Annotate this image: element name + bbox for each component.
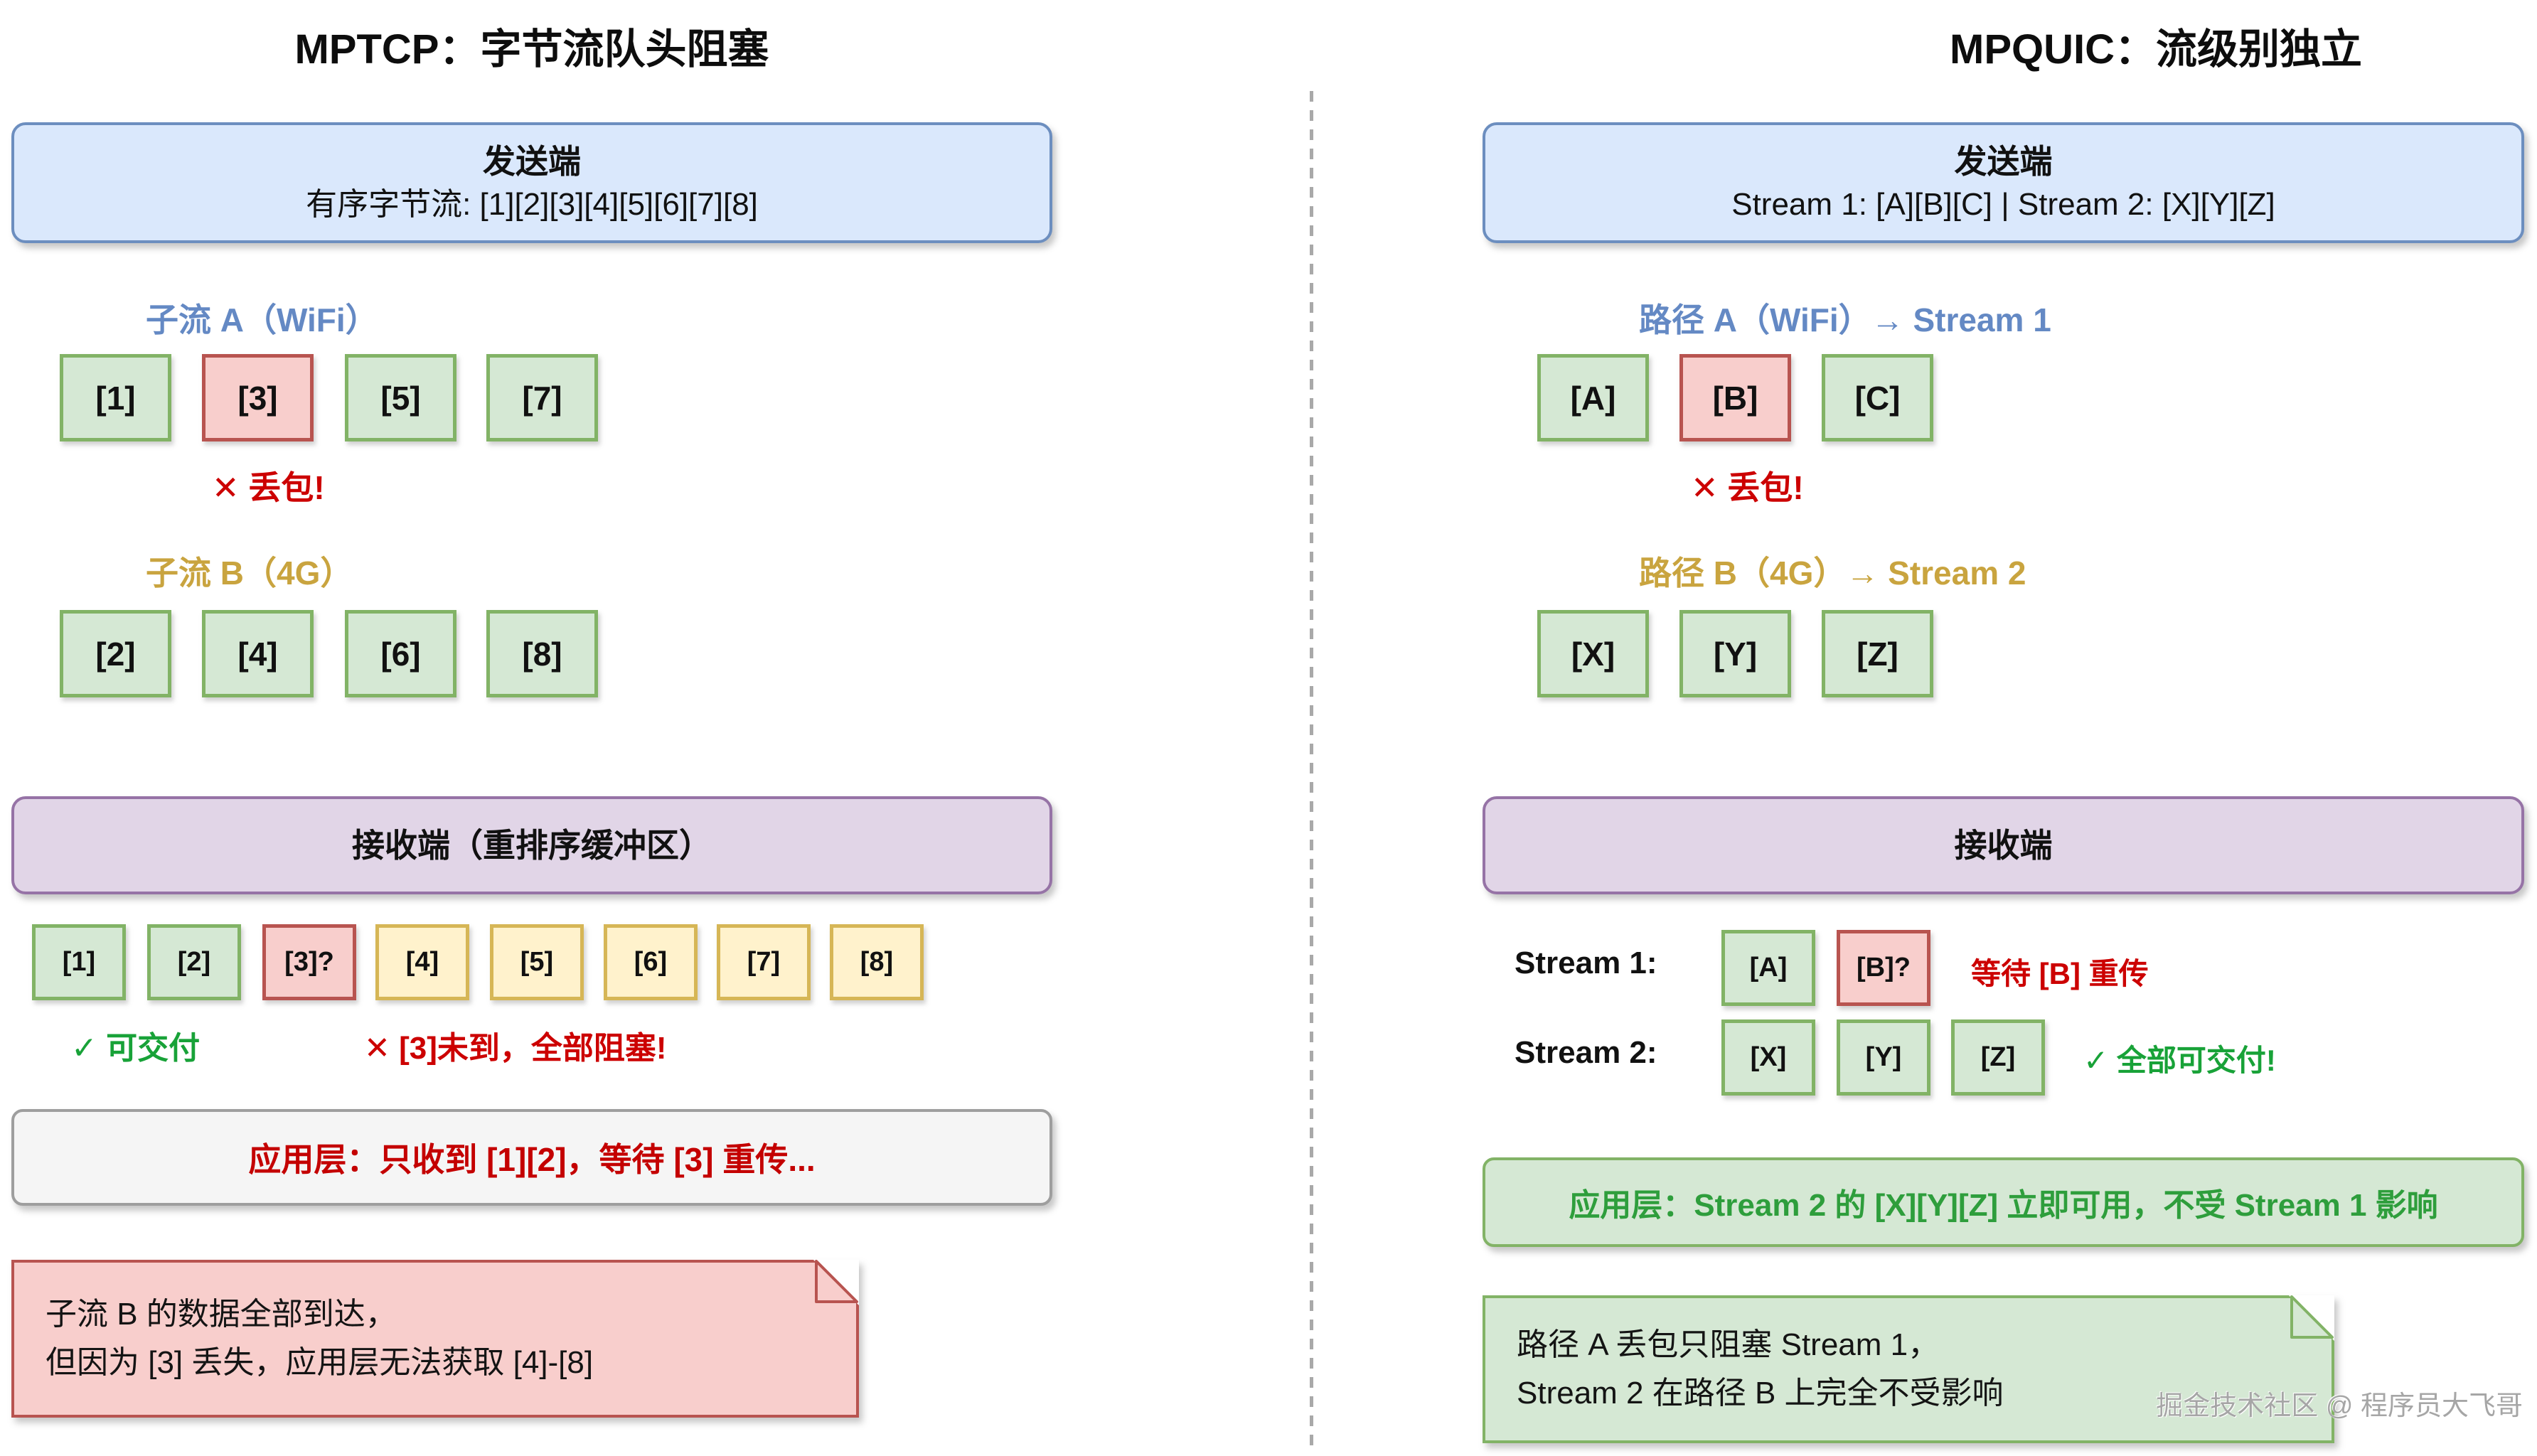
packet-label: [2] [177, 947, 211, 977]
note-line: 路径 A 丢包只阻塞 Stream 1， [1517, 1327, 1940, 1362]
packet-label: [Z] [1980, 1042, 2016, 1072]
packet-box-5: [5] [345, 354, 456, 441]
packet-label: [Y] [1865, 1042, 1902, 1072]
mpquic-sender-title: 发送端 [1954, 143, 2053, 181]
buffer-box-8: [8] [830, 924, 924, 1000]
mpquic-note-text: 路径 A 丢包只阻塞 Stream 1， Stream 2 在路径 B 上完全不… [1485, 1298, 2332, 1440]
stream1-box-B-missing: [B]? [1837, 930, 1930, 1006]
subflow-a-label: 子流 A（WiFi） [146, 301, 378, 338]
packet-box-A: [A] [1537, 354, 1649, 441]
stream1-wait-annotation: 等待 [B] 重传 [1971, 957, 2149, 990]
mptcp-note: 子流 B 的数据全部到达， 但因为 [3] 丢失，应用层无法获取 [4]-[8] [11, 1260, 859, 1418]
packet-box-C: [C] [1822, 354, 1933, 441]
packet-label: [8] [522, 635, 562, 673]
packet-label: [2] [95, 635, 136, 673]
packet-box-Z: [Z] [1822, 610, 1933, 697]
packet-box-4: [4] [202, 610, 314, 697]
packet-label: [5] [380, 379, 421, 417]
packet-label: [6] [634, 947, 668, 977]
packet-label: [Z] [1857, 635, 1898, 673]
stream2-box-Z: [Z] [1951, 1019, 2045, 1096]
packet-label: [8] [860, 947, 894, 977]
packet-label: [5] [520, 947, 554, 977]
mptcp-panel-title: MPTCP：字节流队头阻塞 [294, 26, 769, 73]
buffer-box-4: [4] [375, 924, 469, 1000]
packet-box-8: [8] [486, 610, 598, 697]
subflow-b-label: 子流 B（4G） [146, 555, 353, 592]
path-a-loss-annotation: ✕ 丢包! [1691, 469, 1804, 506]
mptcp-sender-title: 发送端 [483, 143, 581, 181]
mptcp-app-layer-text: 应用层：只收到 [1][2]，等待 [3] 重传... [248, 1141, 816, 1178]
packet-label: [3] [237, 379, 278, 417]
packet-box-1: [1] [60, 354, 171, 441]
packet-box-Y: [Y] [1679, 610, 1791, 697]
mptcp-receiver-title: 接收端（重排序缓冲区） [352, 826, 712, 864]
buffer-box-6: [6] [604, 924, 698, 1000]
packet-label: [Y] [1713, 635, 1758, 673]
stream2-label: Stream 2: [1515, 1035, 1657, 1070]
blocked-annotation: ✕ [3]未到，全部阻塞! [364, 1031, 667, 1066]
note-fold-corner-icon [815, 1260, 858, 1303]
packet-label: [1] [62, 947, 96, 977]
buffer-box-5: [5] [490, 924, 584, 1000]
packet-label: [C] [1854, 379, 1901, 417]
packet-label: [4] [237, 635, 278, 673]
mpquic-note: 路径 A 丢包只阻塞 Stream 1， Stream 2 在路径 B 上完全不… [1483, 1295, 2334, 1443]
note-line: 但因为 [3] 丢失，应用层无法获取 [4]-[8] [46, 1345, 594, 1380]
stream2-deliverable-annotation: ✓ 全部可交付! [2083, 1044, 2276, 1077]
buffer-box-1: [1] [32, 924, 126, 1000]
note-line: 子流 B 的数据全部到达， [46, 1296, 397, 1332]
mpquic-sender-streams: Stream 1: [A][B][C] | Stream 2: [X][Y][Z… [1731, 187, 2275, 223]
path-b-label: 路径 B（4G）→ Stream 2 [1639, 555, 2026, 592]
note-fold-corner-icon [2290, 1295, 2334, 1339]
mptcp-app-layer-box: 应用层：只收到 [1][2]，等待 [3] 重传... [11, 1109, 1052, 1206]
mptcp-sender-bytestream: 有序字节流: [1][2][3][4][5][6][7][8] [306, 187, 758, 223]
mpquic-sender-box: 发送端 Stream 1: [A][B][C] | Stream 2: [X][… [1483, 122, 2524, 243]
packet-label: [A] [1749, 953, 1788, 983]
mpquic-app-layer-text: 应用层：Stream 2 的 [X][Y][Z] 立即可用，不受 Stream … [1569, 1188, 2438, 1223]
deliverable-annotation: ✓ 可交付 [71, 1031, 201, 1066]
packet-box-6: [6] [345, 610, 456, 697]
buffer-box-2: [2] [147, 924, 241, 1000]
packet-label: [4] [405, 947, 439, 977]
packet-label: [1] [95, 379, 136, 417]
packet-label: [6] [380, 635, 421, 673]
watermark: 掘金技术社区 @ 程序员大飞哥 [2156, 1391, 2523, 1421]
note-line: Stream 2 在路径 B 上完全不受影响 [1517, 1376, 2004, 1410]
packet-box-B-lost: [B] [1679, 354, 1791, 441]
mpquic-app-layer-box: 应用层：Stream 2 的 [X][Y][Z] 立即可用，不受 Stream … [1483, 1157, 2524, 1247]
packet-box-7: [7] [486, 354, 598, 441]
packet-label: [7] [747, 947, 781, 977]
packet-label: [B]? [1857, 953, 1911, 983]
packet-label: [A] [1570, 379, 1616, 417]
packet-label: [3]? [284, 947, 334, 977]
stream1-label: Stream 1: [1515, 946, 1657, 980]
packet-label: [X] [1750, 1042, 1787, 1072]
packet-label: [7] [522, 379, 562, 417]
packet-box-X: [X] [1537, 610, 1649, 697]
packet-box-3-lost: [3] [202, 354, 314, 441]
packet-label: [B] [1712, 379, 1758, 417]
path-a-label: 路径 A（WiFi）→ Stream 1 [1639, 301, 2051, 338]
stream2-box-Y: [Y] [1837, 1019, 1930, 1096]
dashed-divider [1310, 91, 1313, 1445]
packet-box-2: [2] [60, 610, 171, 697]
mptcp-receiver-box: 接收端（重排序缓冲区） [11, 796, 1052, 894]
mpquic-panel-title: MPQUIC：流级别独立 [1950, 26, 2363, 73]
subflow-a-loss-annotation: ✕ 丢包! [212, 469, 325, 506]
mpquic-receiver-title: 接收端 [1954, 826, 2053, 864]
mpquic-receiver-box: 接收端 [1483, 796, 2524, 894]
buffer-box-7: [7] [717, 924, 811, 1000]
buffer-box-3-missing: [3]? [262, 924, 356, 1000]
mptcp-note-text: 子流 B 的数据全部到达， 但因为 [3] 丢失，应用层无法获取 [4]-[8] [14, 1263, 856, 1415]
packet-label: [X] [1571, 635, 1615, 673]
mptcp-sender-box: 发送端 有序字节流: [1][2][3][4][5][6][7][8] [11, 122, 1052, 243]
stream1-box-A: [A] [1721, 930, 1815, 1006]
stream2-box-X: [X] [1721, 1019, 1815, 1096]
